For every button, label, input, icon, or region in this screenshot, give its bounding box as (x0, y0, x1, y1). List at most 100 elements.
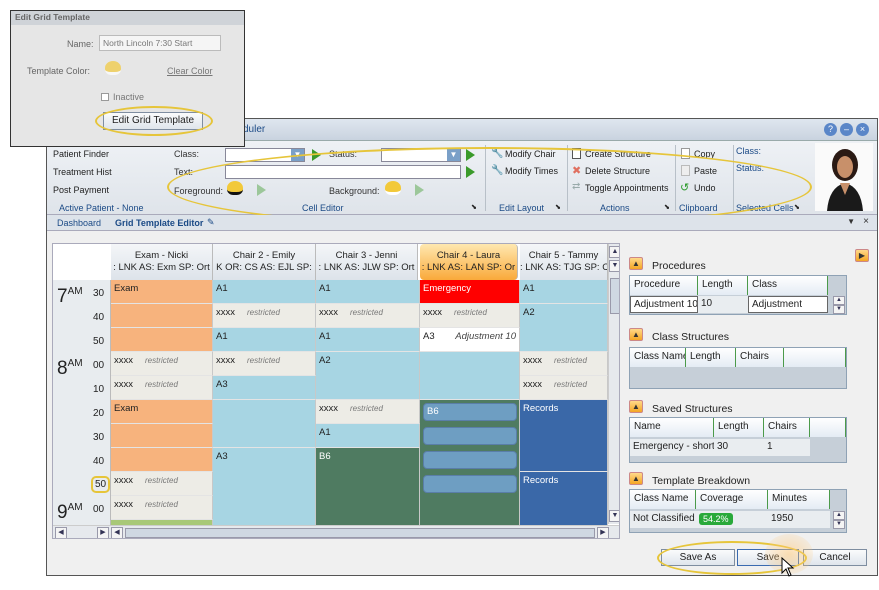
table-cell[interactable]: Adjustment (748, 296, 828, 313)
clear-color-link[interactable]: Clear Color (167, 66, 213, 76)
grid-cell[interactable]: B6 (316, 448, 420, 538)
treatment-hist-button[interactable]: Treatment Hist (53, 167, 112, 177)
vertical-scrollbar[interactable]: ▲ ▼ ▼ (608, 244, 619, 524)
column-header[interactable]: Class (748, 276, 828, 295)
column-header[interactable]: Minutes (768, 490, 830, 509)
table-cell[interactable]: Emergency - short (630, 439, 714, 456)
pin-icon[interactable]: ✎ (207, 217, 215, 227)
column-header[interactable]: Procedure (630, 276, 698, 295)
cancel-button[interactable]: Cancel (803, 549, 867, 566)
grid-cell-block[interactable] (423, 427, 517, 445)
collapse-icon[interactable]: ▲ (629, 328, 643, 341)
grid-cell[interactable] (420, 352, 520, 400)
scroll-right-icon[interactable]: ▶ (597, 527, 609, 538)
column-header[interactable]: Chair 3 - Jenni: LNK AS: JLW SP: Ort (316, 244, 418, 280)
name-field[interactable]: North Lincoln 7:30 Start (99, 35, 221, 51)
tab-grid-template-editor[interactable]: Grid Template Editor (115, 218, 204, 228)
grid-cell-block[interactable]: B6 (423, 403, 517, 421)
grid-cell[interactable]: Records (520, 400, 608, 472)
table-cell[interactable]: Adjustment 10 (630, 296, 698, 313)
grid-cell[interactable] (111, 304, 213, 328)
grid-cell[interactable] (111, 448, 213, 472)
table-cell[interactable]: 1 (764, 439, 810, 456)
grid-cell[interactable]: Emergency (420, 280, 520, 304)
column-header[interactable]: Coverage (696, 490, 768, 509)
column-header[interactable]: Chair 5 - Tammy: LNK AS: TJG SP: C (520, 244, 608, 280)
grid-cell[interactable] (111, 328, 213, 352)
scroll-thumb[interactable] (610, 278, 619, 314)
collapse-icon[interactable]: ▲ (629, 257, 643, 270)
scroll-thumb[interactable] (125, 528, 595, 538)
column-header[interactable]: Exam - Nicki: LNK AS: Exm SP: Ort (111, 244, 213, 280)
collapse-panel-icon[interactable]: ▶ (855, 249, 869, 262)
grid-cell[interactable]: A3 (213, 448, 316, 538)
grid-cell[interactable]: Exam (111, 280, 213, 304)
scroll-down-icon[interactable]: ▼ (609, 260, 619, 272)
column-header[interactable]: Class Name (630, 490, 696, 509)
grid-cell[interactable] (213, 400, 316, 448)
tab-dashboard[interactable]: Dashboard (57, 218, 102, 228)
scroll-down-icon[interactable]: ▼ (833, 520, 845, 529)
grid-cell[interactable] (420, 400, 520, 538)
table-cell[interactable]: 10 (698, 296, 748, 313)
collapse-icon[interactable]: ▲ (629, 400, 643, 413)
column-header[interactable]: Class Name (630, 348, 686, 367)
column-header[interactable]: Chairs (764, 418, 810, 437)
grid-cell[interactable]: Exam (111, 400, 213, 424)
scroll-up-icon[interactable]: ▲ (609, 246, 619, 258)
column-header-selected[interactable]: Chair 4 - Laura: LNK AS: LAN SP: Or (420, 244, 518, 280)
horizontal-scrollbar[interactable]: ◀ ▶ ◀ ▶ (53, 525, 619, 538)
scroll-down-icon[interactable]: ▼ (609, 510, 619, 522)
column-header[interactable]: Length (698, 276, 748, 295)
grid-cell[interactable]: A2 (316, 352, 420, 400)
table-cell[interactable]: 54.2% (696, 511, 768, 528)
column-header[interactable]: Length (686, 348, 736, 367)
scroll-left-icon[interactable]: ◀ (111, 527, 123, 538)
table-cell[interactable]: 1950 (768, 511, 830, 528)
scroll-up-icon[interactable]: ▲ (833, 296, 845, 305)
dialog-launcher-icon[interactable]: ⬊ (794, 204, 800, 211)
grid-cell[interactable]: A1 (213, 280, 316, 304)
column-header[interactable]: Length (714, 418, 764, 437)
grid-cell[interactable]: A1 (316, 424, 420, 448)
help-icon[interactable]: ? (824, 123, 837, 136)
scroll-up-icon[interactable]: ▲ (833, 511, 845, 520)
scroll-down-icon[interactable]: ▼ (833, 305, 845, 314)
scroll-right-icon[interactable]: ▶ (97, 527, 109, 538)
patient-finder-button[interactable]: Patient Finder (53, 149, 110, 159)
table-cell[interactable]: 30 (714, 439, 764, 456)
tab-list-icon[interactable]: ▼ (847, 217, 855, 226)
grid-cell-block[interactable] (423, 451, 517, 469)
collapse-icon[interactable]: ▲ (629, 472, 643, 485)
scroll-left-icon[interactable]: ◀ (55, 527, 67, 538)
grid-cell-block[interactable] (423, 475, 517, 493)
grid-cell[interactable]: A1 (316, 328, 420, 352)
grid-cell[interactable]: A1 (213, 328, 316, 352)
close-tab-icon[interactable]: × (863, 216, 869, 227)
grid-cell[interactable]: A3 (213, 376, 316, 400)
post-payment-button[interactable]: Post Payment (53, 185, 110, 195)
grid-cell[interactable]: A1 (520, 280, 608, 304)
inactive-checkbox[interactable] (101, 93, 109, 101)
copy-button[interactable]: Copy (694, 149, 716, 159)
table-cell[interactable]: Not Classified (630, 511, 696, 528)
grid-cell[interactable]: A2 (520, 304, 608, 352)
column-header[interactable]: Name (630, 418, 714, 437)
column-header[interactable]: Chairs (736, 348, 784, 367)
color-picker-icon[interactable] (105, 61, 121, 75)
grid-cell[interactable]: A1 (316, 280, 420, 304)
minimize-icon[interactable]: – (840, 123, 853, 136)
